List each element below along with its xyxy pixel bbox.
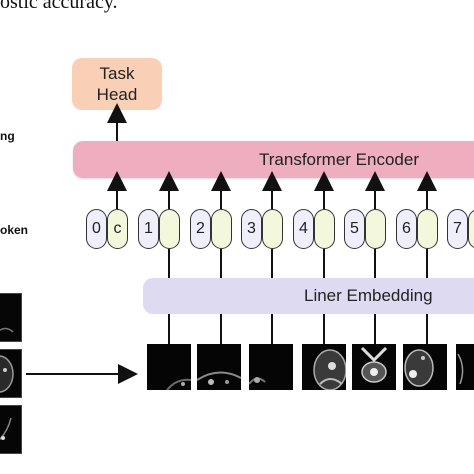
image-patch-1 (147, 344, 191, 390)
image-patch-5 (352, 344, 396, 390)
image-patch-6 (403, 344, 447, 390)
task-head-line2: Head (96, 85, 138, 104)
liner-embedding-box: Liner Embedding (143, 278, 474, 314)
position-token-7: 7 (447, 209, 468, 249)
patch-token-1 (159, 209, 180, 249)
task-head-box: Task Head (72, 58, 162, 110)
image-patch-2 (197, 344, 241, 390)
patch-token-6 (417, 209, 438, 249)
patch-token-2 (211, 209, 232, 249)
task-head-line1: Task (99, 64, 135, 83)
caption-fragment: ostic accuracy. (0, 0, 118, 13)
position-token-2: 2 (190, 209, 211, 249)
ct-slice-thumbnail-2 (0, 349, 22, 398)
patch-token-3 (262, 209, 283, 249)
side-label-lower: oken (0, 223, 29, 237)
position-token-1: 1 (138, 209, 159, 249)
liner-embedding-label: Liner Embedding (304, 286, 433, 305)
class-token: c (107, 209, 128, 249)
transformer-encoder-label: Transformer Encoder (259, 150, 419, 169)
position-token-6: 6 (396, 209, 417, 249)
ct-slice-thumbnail-1 (0, 293, 22, 342)
image-patch-3 (249, 344, 293, 390)
patch-token-4 (314, 209, 335, 249)
image-patch-7 (456, 344, 474, 390)
image-patch-4 (302, 344, 346, 390)
ct-slice-thumbnail-3 (0, 405, 22, 454)
position-token-4: 4 (293, 209, 314, 249)
side-label-upper: ng (0, 129, 15, 143)
patch-token-5 (365, 209, 386, 249)
position-token-3: 3 (241, 209, 262, 249)
position-token-5: 5 (344, 209, 365, 249)
position-token-0: 0 (86, 209, 107, 249)
